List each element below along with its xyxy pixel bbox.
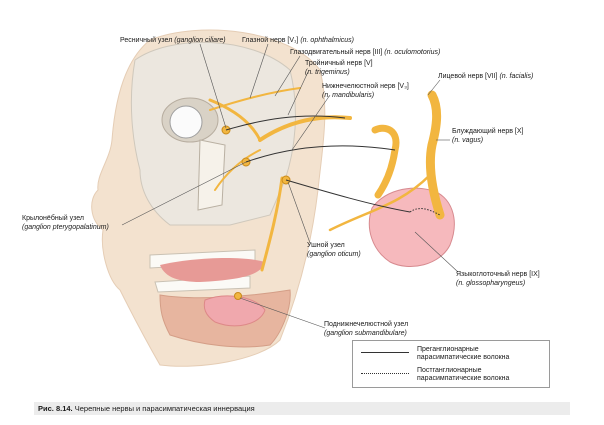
maxilla: [197, 139, 226, 211]
legend-label: Постганглионарные парасимпатические воло…: [417, 367, 510, 382]
submandibular-ganglion: [234, 292, 242, 300]
label-text: Ресничный узел: [120, 37, 173, 44]
label-latin: (n. glossopharyngeus): [456, 279, 526, 287]
label-latin: (n. ophthalmicus): [300, 37, 355, 44]
label-submandibular-ganglion: Поднижнечелюстной узел (ganglion submand…: [324, 321, 408, 338]
parotid-gland: [368, 187, 455, 267]
label-trigeminal-nerve: Тройничный нерв [V] (n. trigeminus): [305, 60, 373, 77]
label-text: Блуждающий нерв [X]: [452, 128, 524, 135]
oculomotor-branch: [209, 87, 301, 111]
caption-number: Рис. 8.14.: [38, 404, 73, 413]
label-text: Тройничный нерв [V]: [305, 60, 373, 67]
label-otic-ganglion: Ушной узел (ganglion oticum): [307, 242, 361, 259]
label-mandibular-nerve: Нижнечелюстной нерв [V₃] (n. mandibulari…: [322, 83, 409, 100]
preganglionic-fiber: [285, 179, 411, 213]
legend-row-preganglionic: Преганглионарные парасимпатические волок…: [353, 344, 549, 364]
caption-text: Рис. 8.14. Черепные нервы и парасимпатич…: [38, 404, 255, 413]
label-text: Глазной нерв [V₁]: [242, 37, 299, 44]
label-ciliary-ganglion: Ресничный узел (ganglion ciliare): [120, 37, 226, 46]
label-text: Лицевой нерв [VII]: [438, 73, 498, 80]
eyeball: [169, 105, 203, 139]
label-text: Глазодвигательный нерв [III]: [290, 49, 383, 56]
leader-lines: [121, 43, 459, 329]
label-pterygopalatine-ganglion: Крылонёбный узел (ganglion pterygopalati…: [22, 215, 109, 232]
tongue: [160, 258, 265, 282]
label-oculomotor-nerve: Глазодвигательный нерв [III] (n. oculomo…: [290, 49, 440, 58]
label-text: Поднижнечелюстной узел: [324, 321, 409, 328]
legend-row-postganglionic: Постганглионарные парасимпатические воло…: [353, 365, 549, 385]
label-latin: (ganglion ciliare): [174, 37, 226, 44]
label-text: Языкоглоточный нерв [IX]: [456, 271, 540, 278]
ophthalmic-branch: [208, 98, 262, 142]
figure-caption: Рис. 8.14. Черепные нервы и парасимпатич…: [34, 402, 570, 415]
label-latin: (n. vagus): [452, 136, 484, 144]
label-facial-nerve: Лицевой нерв [VII] (n. facialis): [438, 73, 533, 82]
label-latin: (n. facialis): [499, 73, 534, 80]
legend-dotted-line: [361, 373, 409, 374]
label-text: Нижнечелюстной нерв [V₃]: [322, 83, 409, 90]
label-latin: (n. oculomotorius): [384, 49, 441, 56]
caption-title: Черепные нервы и парасимпатическая иннер…: [74, 404, 255, 413]
label-ophthalmic-nerve: Глазной нерв [V₁] (n. ophthalmicus): [242, 37, 354, 46]
label-latin: (ganglion oticum): [307, 250, 361, 258]
facial-nerve-trunk: [371, 124, 400, 199]
postganglionic-fiber: [409, 208, 441, 216]
vagus-nerve-trunk: [425, 90, 445, 220]
legend-label: Преганглионарные парасимпатические волок…: [417, 346, 510, 361]
legend: Преганглионарные парасимпатические волок…: [352, 340, 550, 388]
label-glossopharyngeal-nerve: Языкоглоточный нерв [IX] (n. glossophary…: [456, 271, 540, 288]
label-latin: (n. trigeminus): [305, 68, 350, 76]
label-text: Крылонёбный узел: [22, 215, 84, 222]
preganglionic-fiber: [225, 115, 346, 131]
label-latin: (ganglion submandibulare): [324, 329, 407, 337]
label-vagus-nerve: Блуждающий нерв [X] (n. vagus): [452, 128, 524, 145]
legend-solid-line: [361, 352, 409, 353]
preganglionic-fiber: [245, 145, 396, 163]
label-text: Ушной узел: [307, 242, 345, 249]
label-latin: (n. mandibularis): [322, 91, 375, 99]
label-latin: (ganglion pterygopalatinum): [22, 223, 109, 231]
mandibular-branch: [260, 176, 284, 272]
